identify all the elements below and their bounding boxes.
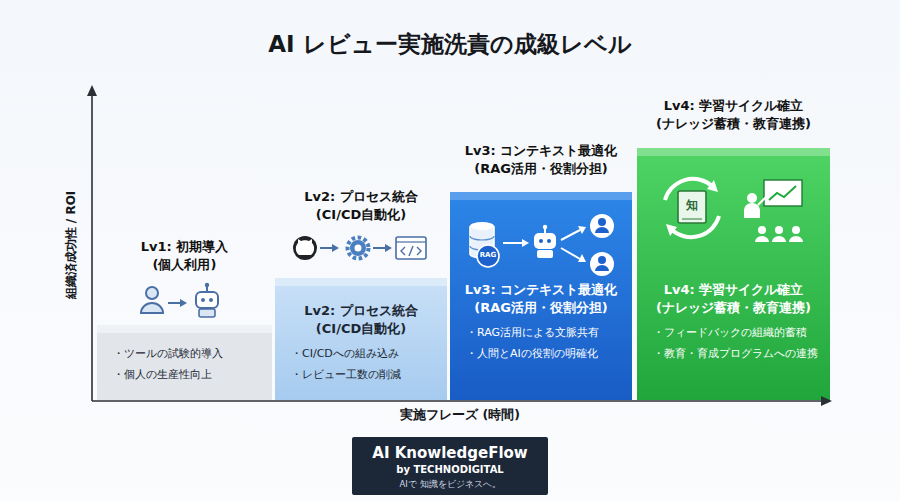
- axis-label: 実施フレーズ (時間): [400, 408, 520, 422]
- level-subheading: Lv2: プロセス統合 (CI/CD自動化): [279, 302, 443, 337]
- level-step: Lv4: 学習サイクル確立 (ナレッジ蓄積・教育連携)Lv4: 学習サイクル確立…: [637, 148, 830, 400]
- lv1-icons: [141, 283, 218, 317]
- bullet-item: ・人間とAIの役割の明確化: [466, 344, 628, 365]
- level-heading: Lv2: プロセス統合 (CI/CD自動化): [281, 188, 441, 223]
- diagram-title: AI レビュー実施洗責の成級レベル: [268, 29, 631, 60]
- level-heading: Lv3: コンテキスト最適化 (RAG活用・役割分担): [441, 142, 641, 177]
- bullet-item: ・個人の生産性向上: [113, 365, 268, 386]
- lv2-icons: [293, 236, 426, 260]
- level-bars: [97, 148, 830, 400]
- logo-box: AI KnowledgeFlowby TECHNODIGITALAIで 知識をビ…: [352, 437, 548, 495]
- level-step: Lv1: 初期導入 (個人利用)・ツールの試験的導入・個人の生産性向上: [97, 325, 272, 400]
- bullet-item: ・レビュー工数の削減: [291, 365, 443, 386]
- level-step: Lv3: コンテキスト最適化 (RAG活用・役割分担)Lv3: コンテキスト最適…: [450, 192, 632, 400]
- level-heading: Lv1: 初期導入 (個人利用): [115, 238, 255, 273]
- bullet-item: ・フィードバックの組織的蓄積: [653, 323, 826, 344]
- bullet-item: ・RAG活用による文脈共有: [466, 323, 628, 344]
- brand-tagline: AIで 知識をビジネスへ。: [356, 477, 544, 491]
- icon-label: 知: [686, 199, 698, 212]
- axes: [87, 85, 832, 406]
- lv3-icons: [470, 214, 614, 276]
- brand-name: AI KnowledgeFlow: [356, 443, 544, 463]
- logo-content: AI KnowledgeFlowby TECHNODIGITALAIで 知識をビ…: [352, 437, 548, 495]
- level-heading: Lv4: 学習サイクル確立 (ナレッジ蓄積・教育連携): [634, 97, 834, 132]
- brand-company: by TECHNODIGITAL: [356, 463, 544, 477]
- axis-label: 組織済成功性 / ROI: [65, 191, 78, 300]
- level-body: Lv2: プロセス統合 (CI/CD自動化) ・CI/CDへの組み込み・レビュー工…: [275, 302, 447, 386]
- level-step: Lv2: プロセス統合 (CI/CD自動化)Lv2: プロセス統合 (CI/CD…: [275, 278, 447, 400]
- icon-label: RAG: [480, 252, 497, 260]
- bullet-item: ・ツールの試験的導入: [113, 344, 268, 365]
- level-body: Lv3: コンテキスト最適化 (RAG活用・役割分担) ・RAG活用による文脈共有…: [450, 281, 632, 365]
- level-subheading: Lv3: コンテキスト最適化 (RAG活用・役割分担): [453, 281, 629, 316]
- bullet-item: ・教育・育成プログラムへの連携: [653, 344, 826, 365]
- level-body: Lv4: 学習サイクル確立 (ナレッジ蓄積・教育連携) ・フィードバックの組織的蓄…: [637, 281, 830, 365]
- level-body: ・ツールの試験的導入・個人の生産性向上: [97, 344, 272, 386]
- bullet-item: ・CI/CDへの組み込み: [291, 344, 443, 365]
- lv4-icons: [665, 179, 803, 242]
- level-subheading: Lv4: 学習サイクル確立 (ナレッジ蓄積・教育連携): [641, 281, 827, 316]
